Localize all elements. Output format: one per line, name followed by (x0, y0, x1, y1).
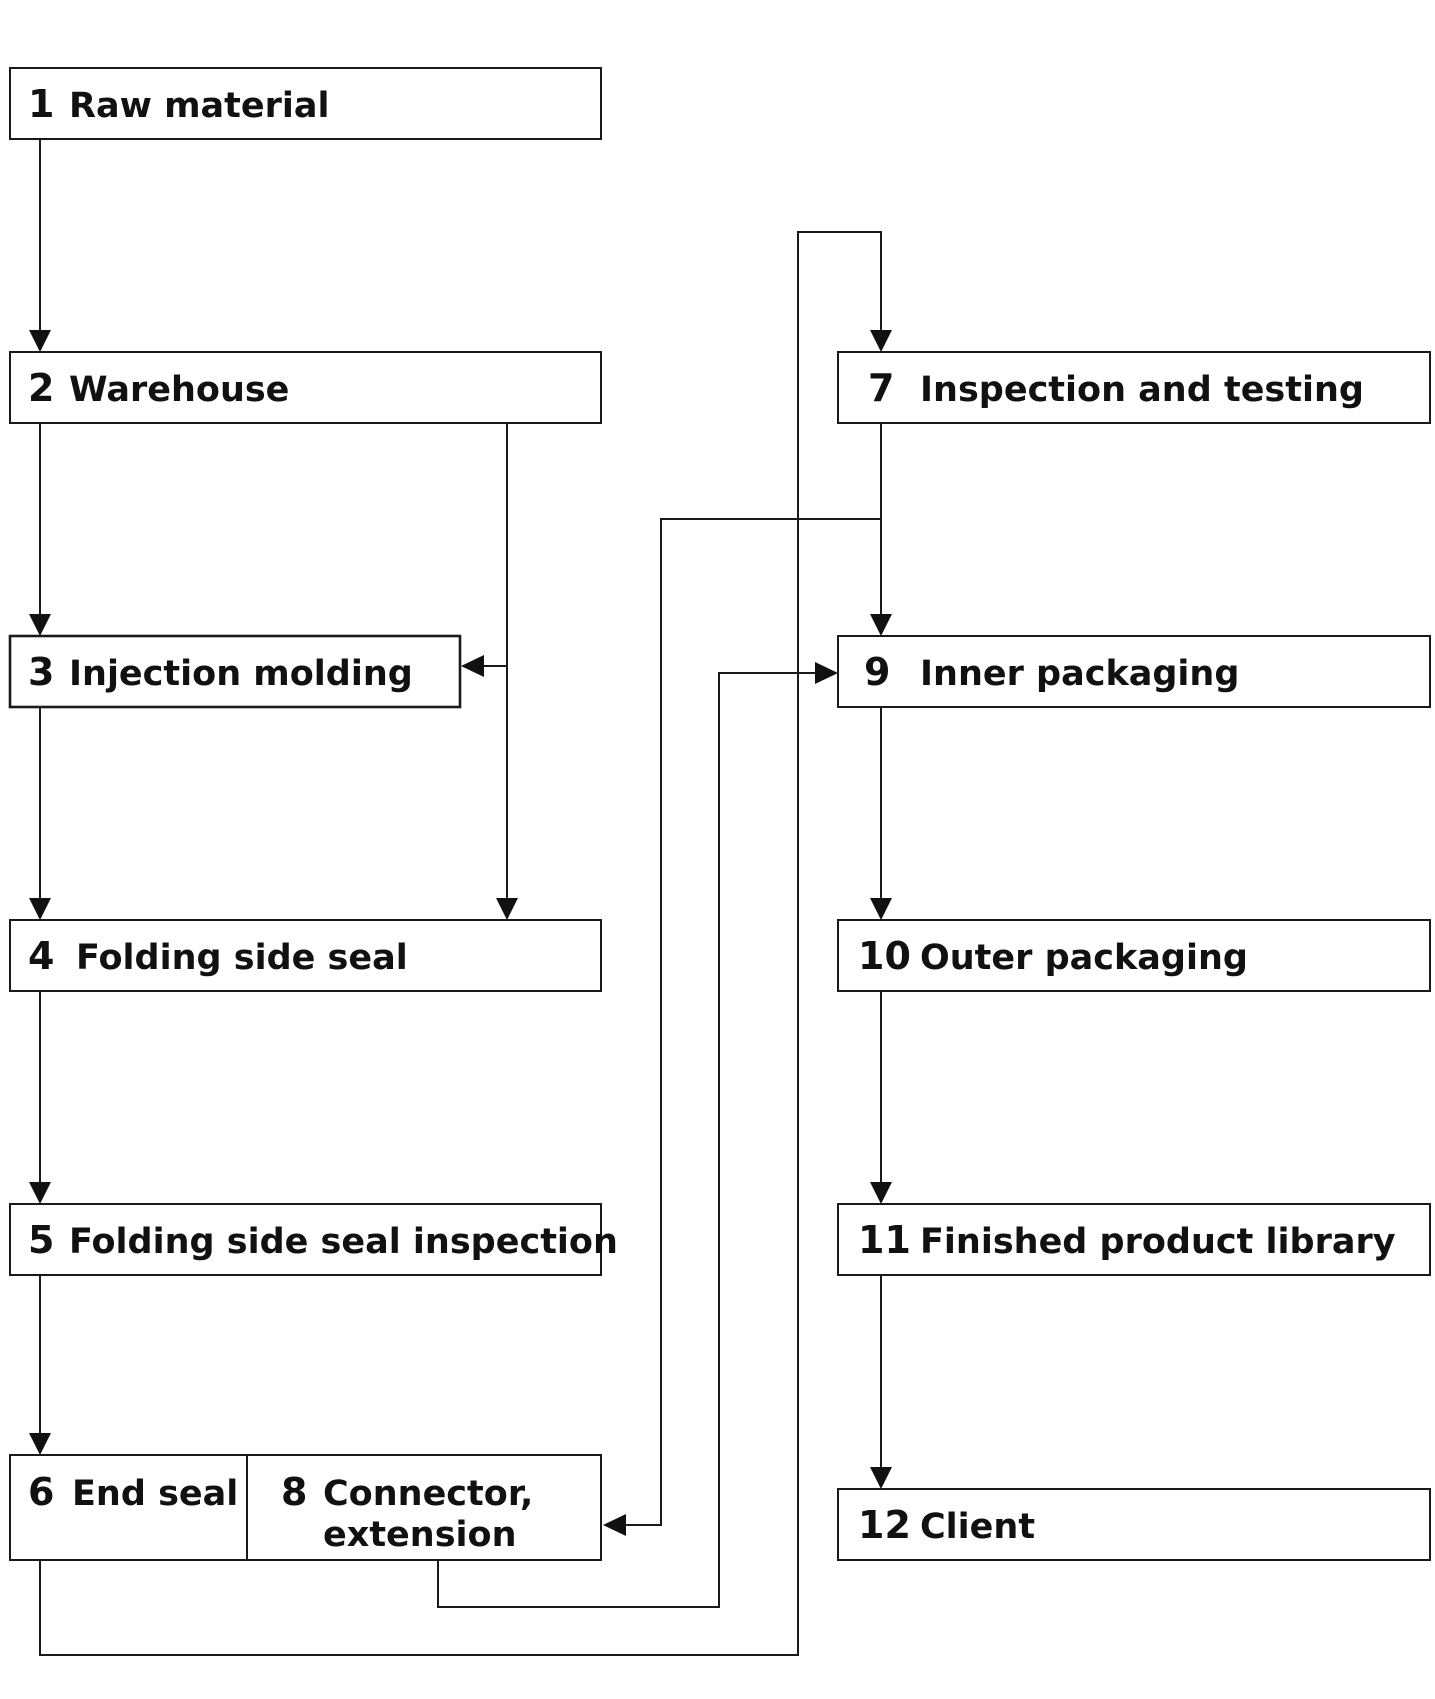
step-box-11: 11 Finished product library (837, 1203, 1431, 1276)
step-number-3: 3 (28, 650, 54, 694)
step-box-1: 1 Raw material (9, 67, 602, 140)
step-label-2: Warehouse (69, 370, 289, 410)
arrow-9-to-10 (870, 707, 892, 920)
arrow-11-to-12 (870, 1275, 892, 1489)
step-number-4: 4 (28, 934, 54, 978)
step-number-12: 12 (858, 1503, 911, 1547)
arrow-2-to-3-side (461, 655, 507, 677)
arrow-1-to-2 (29, 139, 51, 352)
arrow-2-to-4 (496, 423, 518, 920)
arrow-7-to-8 (603, 518, 881, 1536)
step-number-10: 10 (858, 934, 911, 978)
step-label-4: Folding side seal (76, 938, 408, 978)
step-number-6: 6 (28, 1470, 54, 1514)
step-label-9: Inner packaging (920, 654, 1239, 694)
step-label-8-line2: extension (323, 1515, 517, 1555)
step-box-4: 4 Folding side seal (9, 919, 602, 992)
step-box-7: 7 Inspection and testing (837, 351, 1431, 424)
step-box-12: 12 Client (837, 1488, 1431, 1561)
arrow-6-to-7 (39, 231, 892, 1656)
step-box-2: 2 Warehouse (9, 351, 602, 424)
step-number-5: 5 (28, 1218, 54, 1262)
step-number-11: 11 (858, 1218, 911, 1262)
arrow-5-to-6 (29, 1275, 51, 1455)
arrow-10-to-11 (870, 991, 892, 1204)
step-box-5: 5 Folding side seal inspection (9, 1203, 618, 1276)
arrow-7-to-9 (870, 423, 892, 636)
step-number-8: 8 (281, 1470, 307, 1514)
step-label-11: Finished product library (920, 1222, 1396, 1262)
step-number-1: 1 (28, 82, 54, 126)
arrow-8-to-9 (437, 662, 838, 1608)
arrow-2-to-3 (29, 423, 51, 636)
step-number-9: 9 (864, 650, 890, 694)
step-label-7: Inspection and testing (920, 370, 1364, 410)
step-label-5: Folding side seal inspection (69, 1222, 618, 1262)
step-box-10: 10 Outer packaging (837, 919, 1431, 992)
step-number-2: 2 (28, 366, 54, 410)
step-label-10: Outer packaging (920, 938, 1248, 978)
step-label-3: Injection molding (69, 654, 413, 694)
step-label-12: Client (920, 1507, 1035, 1547)
step-label-1: Raw material (69, 86, 330, 126)
step-box-3: 3 Injection molding (8, 634, 462, 709)
arrow-4-to-5 (29, 991, 51, 1204)
step-label-6: End seal (72, 1474, 238, 1514)
step-box-6-8: 6 End seal 8 Connector, extension (9, 1454, 602, 1561)
step-number-7: 7 (868, 366, 894, 410)
step-box-9: 9 Inner packaging (837, 635, 1431, 708)
arrow-3-to-4 (29, 707, 51, 920)
step-label-8-line1: Connector, (323, 1474, 533, 1514)
